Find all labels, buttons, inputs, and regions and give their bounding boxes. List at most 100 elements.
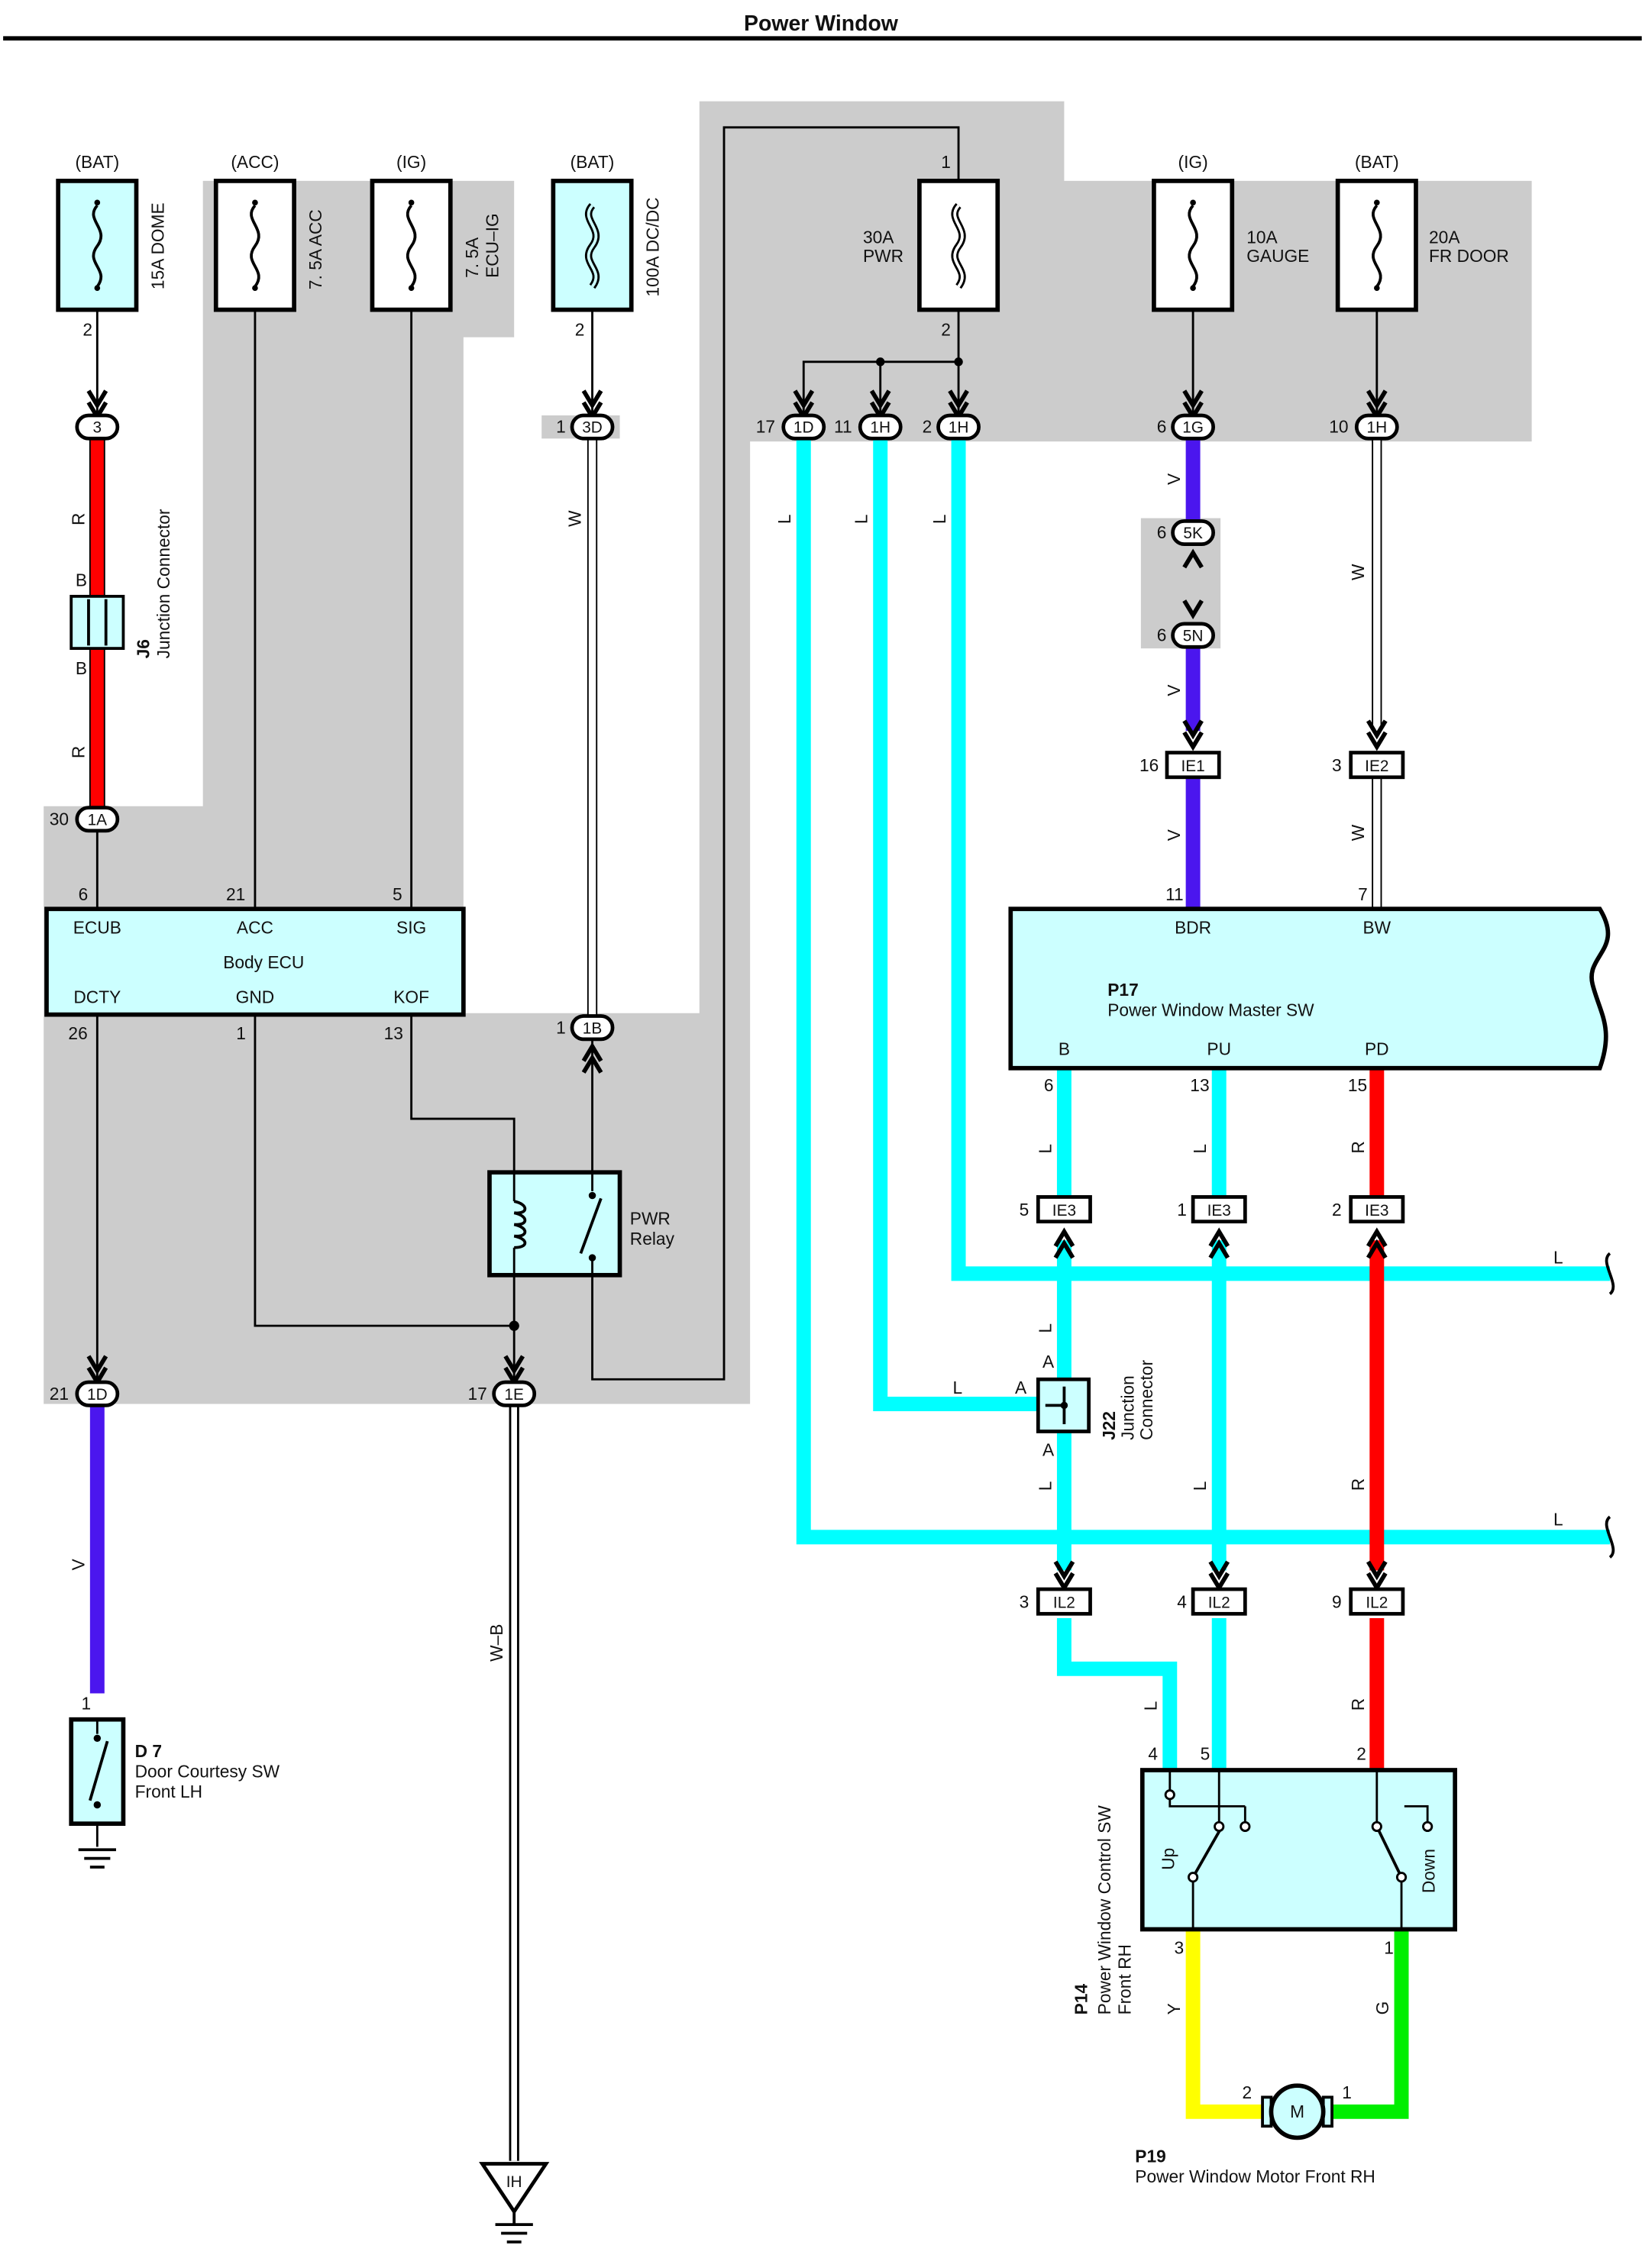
fuse-pin: 1 [941,152,951,172]
wire-label-a: A [1042,1440,1055,1460]
wire-label-l: L [1035,1323,1055,1333]
motor-code: P19 [1135,2147,1165,2166]
wire-label-b: B [76,658,87,678]
fuse-label: 7. 5A [462,237,482,278]
wire-color-labels: R R W L L L V W V V W L L R L L L L L R … [68,473,1563,2014]
master-pin: 6 [1044,1075,1054,1095]
control-name: Power Window Control SW [1094,1805,1114,2015]
motor-name: Power Window Motor Front RH [1135,2166,1375,2186]
harness-code: IE1 [1181,758,1204,775]
connector-1b: 1 1B [556,1014,615,1042]
master-terminal: BW [1362,917,1391,937]
wire-label-l: L [1190,1144,1210,1154]
ecu-name: Body ECU [223,952,304,972]
master-pin: 15 [1348,1075,1367,1095]
harness-code: IL2 [1053,1594,1075,1612]
control-name-2: Front RH [1115,1944,1135,2014]
control-pin: 2 [1356,1744,1366,1764]
fuse-30a-pwr: 1 30A PWR 2 [863,152,1000,340]
master-terminal: B [1059,1039,1070,1059]
fuse-20a-fr-door: (BAT) 20A FR DOOR [1335,152,1509,312]
wire-label-v: V [1164,473,1184,485]
junction-connector-j6: B B J6 Junction Connector [69,509,173,678]
wire-label-a: A [1015,1378,1027,1397]
wire-label-r: R [68,513,88,525]
wire-label-r: R [1348,1478,1368,1491]
wires [89,126,1610,2161]
switch-name: Door Courtesy SW [135,1761,280,1781]
fuse-label: 15A DOME [148,202,168,289]
connector-pin: 17 [756,417,775,437]
junction-name: Junction Connector [154,509,173,658]
junction-connector-j22: A A A J22 Junction Connector [1015,1352,1156,1460]
connector-pin: 30 [50,809,69,829]
motor-pin: 1 [1342,2082,1352,2102]
relay-name: PWR [630,1208,671,1228]
connector-pin: 1 [556,417,566,437]
connector-pin: 6 [1157,417,1167,437]
fuse-source: (ACC) [231,152,279,172]
motor-symbol: M [1290,2102,1304,2121]
harness-code: IE3 [1365,1202,1388,1220]
body-ecu: 6 21 5 ECUB ACC SIG Body ECU DCTY GND KO… [44,884,466,1043]
connector-code: 1H [870,419,890,437]
control-pin: 1 [1384,1938,1394,1958]
control-up-label: Up [1158,1848,1178,1870]
junction-name: Junction [1117,1375,1137,1440]
harness-pin: 16 [1139,755,1159,775]
wire-label-l: L [1035,1481,1055,1491]
harness-code: IE2 [1365,758,1388,775]
harness-ie3-c: 2 IE3 [1332,1195,1405,1224]
harness-code: IE3 [1207,1202,1231,1220]
fuse-10a-gauge: (IG) 10A GAUGE [1152,152,1309,312]
master-terminal: PD [1365,1039,1389,1059]
ecu-pin: 21 [226,884,245,904]
relay-name-2: Relay [630,1229,675,1249]
master-terminal: BDR [1175,917,1211,937]
wire-label-g: G [1372,2001,1392,2015]
wire-break-marks [1605,1252,1615,1559]
connector-code: 1H [949,419,969,437]
connector-pin: 6 [1157,522,1167,542]
fuse-15a-dome: (BAT) 15A DOME 2 [56,152,168,340]
connector-pin: 10 [1329,417,1348,437]
wire-label-l: L [1190,1481,1210,1491]
control-pin: 5 [1201,1744,1210,1764]
harness-pin: 1 [1177,1200,1187,1220]
connector-1h-c: 10 1H [1329,413,1399,441]
master-switch: 11 7 BDR BW P17 Power Window Master SW B… [1008,884,1611,1095]
connector-code: 1B [583,1019,602,1037]
harness-pin: 2 [1332,1200,1342,1220]
harness-pin: 5 [1020,1200,1029,1220]
wire-label-v: V [68,1558,88,1570]
fuse-label-2: PWR [863,246,903,266]
control-pin: 4 [1148,1744,1158,1764]
connector-code: 3D [582,419,603,437]
fuse-pin: 2 [575,320,585,340]
connector-code: 1H [1366,419,1387,437]
ground-ih: IH [479,2162,550,2244]
wire-label-r: R [1348,1698,1368,1711]
ground-label: IH [506,2173,522,2191]
connector-pin: 6 [1157,625,1167,645]
connector-pin: 1 [556,1017,566,1037]
harness-ie1: 16 IE1 [1139,751,1221,780]
ecu-pin: 13 [384,1023,403,1043]
fuse-label: 7. 5A ACC [305,209,325,289]
fuse-7-5a-acc: (ACC) 7. 5A ACC [213,152,325,312]
switch-pin: 1 [81,1693,91,1713]
wire-label-l: L [1553,1248,1563,1268]
wire-label-l: L [1141,1701,1161,1711]
ecu-terminal: KOF [393,987,429,1006]
harness-code: IL2 [1366,1594,1388,1612]
master-name: Power Window Master SW [1107,1000,1314,1020]
connector-code: 5N [1183,628,1204,645]
fuses: (BAT) 15A DOME 2 (ACC) 7. 5A ACC (IG) 7.… [56,152,1509,340]
connector-pin: 17 [468,1384,487,1404]
